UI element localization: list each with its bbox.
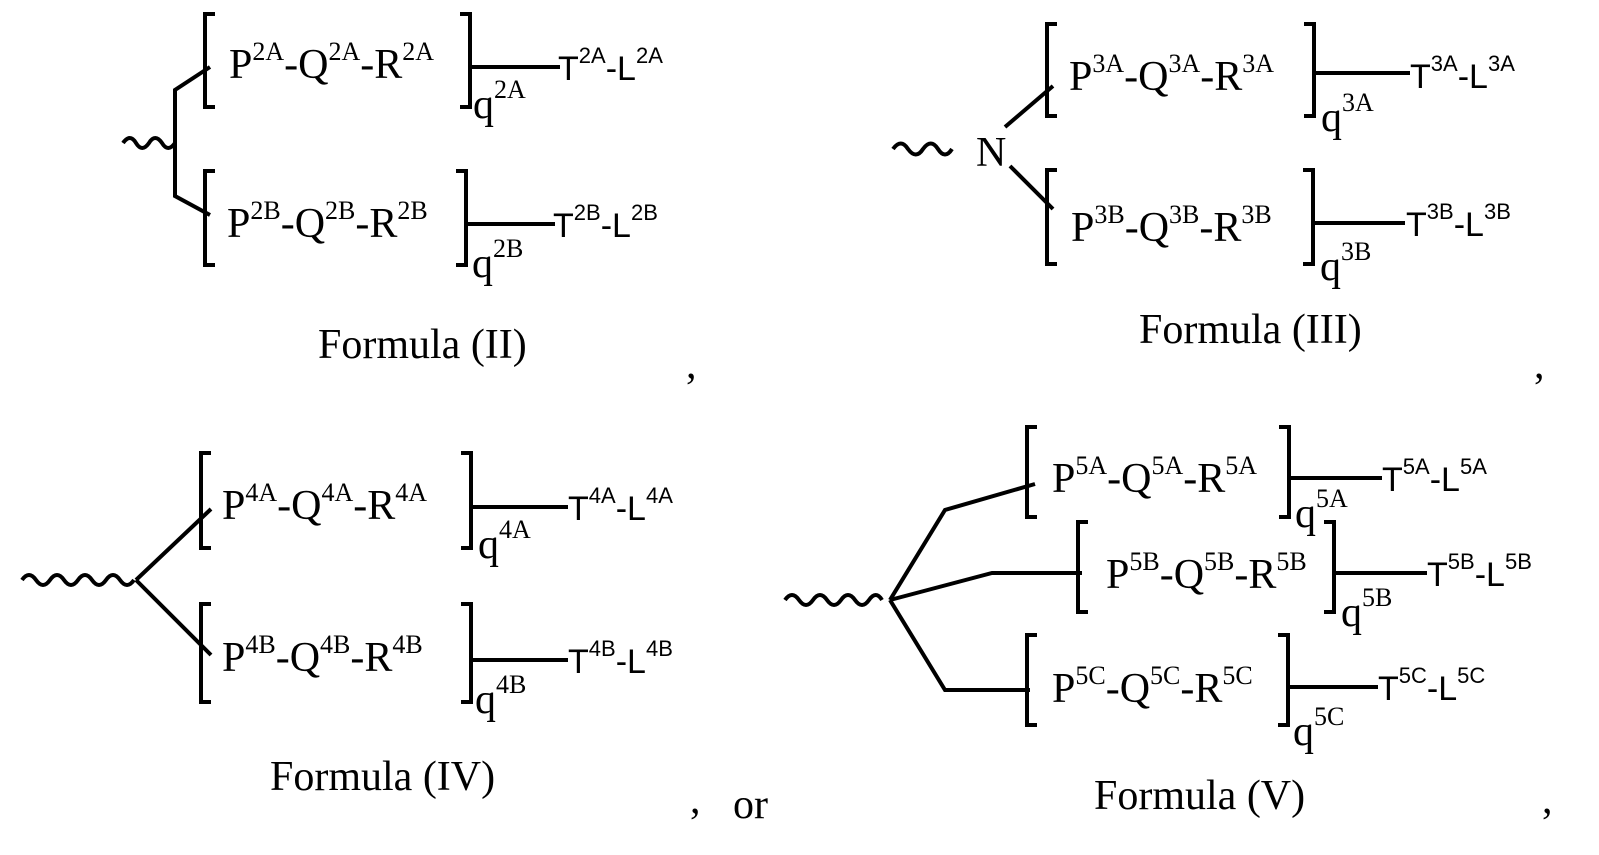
chain-5a: P5A-Q5A-R5A q5A T5A-L5A	[1027, 427, 1487, 537]
right-bracket	[1304, 24, 1314, 116]
wavy-attachment-icon	[22, 575, 134, 585]
left-bracket	[201, 453, 211, 548]
formula-ii: P2A-Q2A-R2A q2A T2A-L2A P2B-Q2B-R2B q2B …	[123, 14, 697, 388]
left-bracket	[1027, 427, 1037, 517]
formula-v: P5A-Q5A-R5A q5A T5A-L5A P5B-Q5B-R5B q5B …	[785, 427, 1553, 823]
chain-3b: P3B-Q3B-R3B q3B T3B-L3B	[1047, 170, 1511, 290]
terminal-t5c-l5c: T5C-L5C	[1378, 663, 1485, 708]
chain-3a-text: P3A-Q3A-R3A	[1069, 49, 1274, 100]
caption-formula-v: Formula (V)	[1094, 773, 1305, 819]
chain-4a: P4A-Q4A-R4A q4A T4A-L4A	[201, 453, 673, 568]
terminal-t4a-l4a: T4A-L4A	[568, 483, 673, 528]
wavy-attachment-icon	[785, 595, 882, 605]
terminal-t4b-l4b: T4B-L4B	[568, 636, 673, 681]
chain-2a-text: P2A-Q2A-R2A	[229, 37, 434, 88]
left-bracket	[1078, 522, 1088, 612]
left-bracket	[1047, 170, 1057, 264]
caption-formula-ii: Formula (II)	[318, 322, 527, 368]
repeat-index-q4b: q4B	[475, 670, 526, 723]
terminal-t5a-l5a: T5A-L5A	[1382, 454, 1487, 499]
chain-4a-text: P4A-Q4A-R4A	[222, 478, 427, 529]
right-bracket	[461, 453, 471, 548]
terminal-t2a-l2a: T2A-L2A	[558, 43, 663, 88]
separator-comma: ,	[690, 777, 701, 823]
chain-3a: P3A-Q3A-R3A q3A T3A-L3A	[1047, 24, 1515, 141]
left-bracket	[205, 171, 215, 265]
separator-comma: ,	[1534, 342, 1545, 388]
chain-5c: P5C-Q5C-R5C q5C T5C-L5C	[1027, 635, 1485, 755]
caption-formula-iii: Formula (III)	[1139, 307, 1362, 353]
left-bracket	[1047, 24, 1057, 116]
conjunction-or: or	[733, 782, 768, 828]
formula-iii: N P3A-Q3A-R3A q3A T3A-L3A P3B-Q3B-R3B q3…	[893, 24, 1545, 388]
chain-3b-text: P3B-Q3B-R3B	[1071, 200, 1272, 251]
separator-comma: ,	[686, 342, 697, 388]
separator-comma: ,	[1542, 777, 1553, 823]
right-bracket	[1324, 522, 1334, 612]
chain-5b: P5B-Q5B-R5B q5B T5B-L5B	[1078, 522, 1532, 636]
right-bracket	[1303, 170, 1313, 264]
repeat-index-q2a: q2A	[473, 75, 526, 128]
formula-iv: P4A-Q4A-R4A q4A T4A-L4A P4B-Q4B-R4B q4B …	[22, 453, 768, 828]
repeat-index-q3a: q3A	[1321, 88, 1374, 141]
chain-4b: P4B-Q4B-R4B q4B T4B-L4B	[201, 604, 673, 723]
chain-5b-text: P5B-Q5B-R5B	[1106, 547, 1307, 598]
repeat-index-q5c: q5C	[1293, 702, 1344, 755]
repeat-index-q4a: q4A	[478, 515, 531, 568]
chain-5a-text: P5A-Q5A-R5A	[1052, 451, 1257, 502]
repeat-index-q2b: q2B	[472, 234, 523, 287]
chain-2b: P2B-Q2B-R2B q2B T2B-L2B	[205, 171, 658, 287]
right-bracket	[456, 171, 466, 265]
chain-4b-text: P4B-Q4B-R4B	[222, 630, 423, 681]
terminal-t2b-l2b: T2B-L2B	[553, 200, 658, 245]
repeat-index-q5b: q5B	[1341, 583, 1392, 636]
right-bracket	[460, 14, 470, 107]
caption-formula-iv: Formula (IV)	[270, 754, 495, 800]
chain-2b-text: P2B-Q2B-R2B	[227, 196, 428, 247]
terminal-t5b-l5b: T5B-L5B	[1427, 549, 1532, 594]
wavy-attachment-icon	[123, 138, 175, 148]
wavy-attachment-icon	[893, 144, 952, 155]
repeat-index-q5a: q5A	[1295, 484, 1348, 537]
right-bracket	[1278, 635, 1288, 725]
repeat-index-q3b: q3B	[1320, 237, 1371, 290]
right-bracket	[1279, 427, 1289, 517]
terminal-t3a-l3a: T3A-L3A	[1410, 51, 1515, 96]
branch-bond	[890, 484, 1082, 690]
nitrogen-atom: N	[976, 130, 1006, 176]
left-bracket	[205, 14, 215, 107]
terminal-t3b-l3b: T3B-L3B	[1406, 199, 1511, 244]
right-bracket	[461, 604, 471, 702]
chain-2a: P2A-Q2A-R2A q2A T2A-L2A	[205, 14, 663, 128]
left-bracket	[1027, 635, 1037, 725]
chain-5c-text: P5C-Q5C-R5C	[1052, 661, 1253, 712]
